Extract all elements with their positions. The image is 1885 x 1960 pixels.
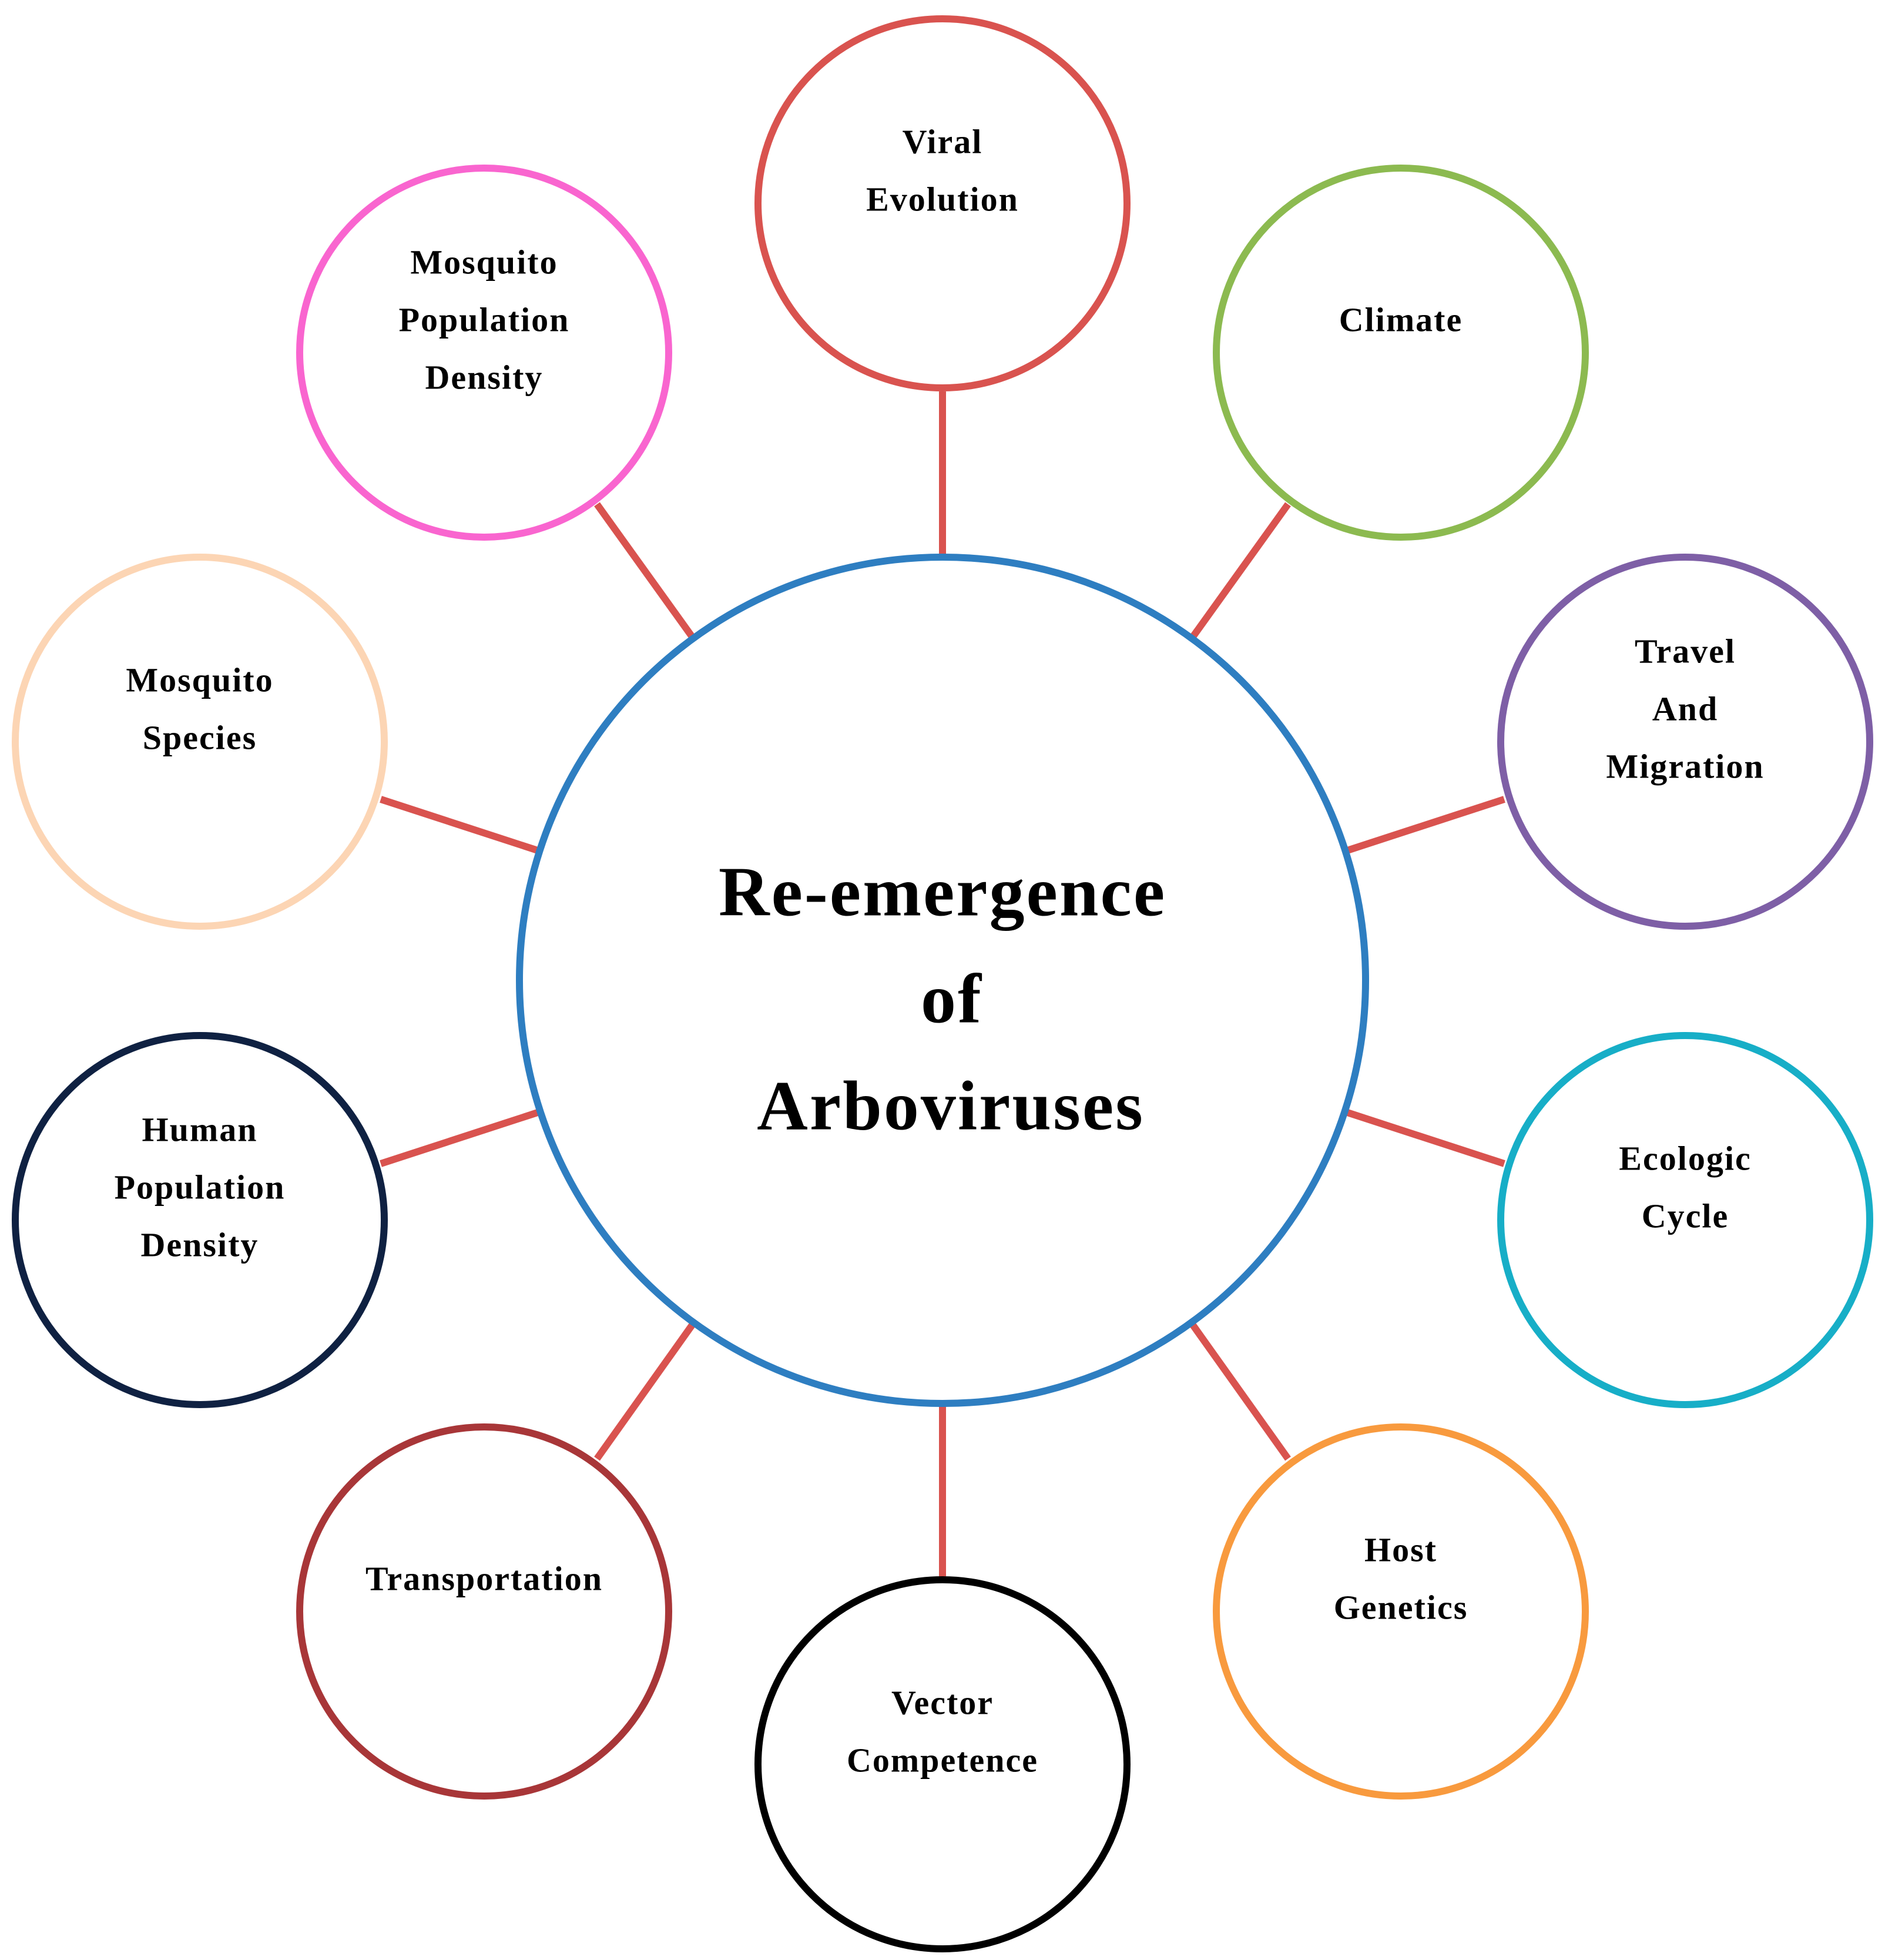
outer-nodes: ViralEvolutionClimateTravelAndMigrationE… [12, 15, 1873, 1952]
center-title-line-2: of [921, 960, 983, 1038]
node-circle-travel-and-migration [1497, 554, 1873, 930]
node-climate: Climate [1213, 165, 1589, 541]
center-node: Re-emergence of Arboviruses [516, 554, 1369, 1407]
node-label-travel-and-migration-line-1: Travel [1635, 632, 1736, 670]
connector-mosquito-population-density [594, 502, 699, 644]
node-label-vector-competence-line-1: Vector [891, 1683, 994, 1721]
node-label-mosquito-population-density-line-3: Density [425, 358, 544, 396]
connector-host-genetics [1186, 1318, 1291, 1461]
node-label-viral-evolution-line-1: Viral [903, 122, 983, 160]
node-label-human-population-density-line-3: Density [141, 1225, 259, 1264]
node-label-viral-evolution-line-2: Evolution [866, 180, 1019, 218]
node-label-travel-and-migration-line-3: Migration [1606, 747, 1764, 785]
connector-human-population-density [380, 1108, 541, 1167]
center-circle [516, 554, 1369, 1407]
connector-mosquito-species [380, 796, 541, 855]
connector-ecologic-cycle [1344, 1108, 1505, 1167]
node-label-climate-line-1: Climate [1339, 300, 1463, 339]
node-label-host-genetics-line-1: Host [1364, 1530, 1437, 1569]
node-label-mosquito-population-density-line-1: Mosquito [410, 243, 558, 281]
node-transportation: Transportation [296, 1423, 672, 1800]
center-title-line-1: Re-emergence [719, 853, 1166, 932]
node-circle-host-genetics [1213, 1423, 1589, 1800]
node-label-transportation-line-1: Transportation [365, 1559, 603, 1597]
node-label-travel-and-migration-line-2: And [1652, 689, 1718, 728]
node-label-vector-competence-line-2: Competence [847, 1741, 1038, 1779]
node-label-host-genetics-line-2: Genetics [1334, 1588, 1468, 1626]
node-circle-mosquito-population-density [296, 165, 672, 541]
connector-transportation [594, 1318, 699, 1461]
node-label-human-population-density-line-2: Population [115, 1168, 286, 1206]
node-circle-climate [1213, 165, 1589, 541]
connectors [380, 391, 1505, 1576]
connector-travel-and-migration [1344, 796, 1505, 855]
connector-climate [1186, 502, 1291, 644]
center-title-line-3: Arboviruses [757, 1067, 1145, 1145]
node-circle-viral-evolution [754, 15, 1131, 391]
node-label-mosquito-species-line-1: Mosquito [126, 661, 273, 699]
node-circle-mosquito-species [12, 554, 388, 930]
node-circle-vector-competence [754, 1576, 1131, 1952]
node-label-ecologic-cycle-line-1: Ecologic [1619, 1139, 1751, 1177]
node-label-human-population-density-line-1: Human [142, 1110, 258, 1148]
node-circle-human-population-density [12, 1032, 388, 1408]
node-circle-transportation [296, 1423, 672, 1800]
node-circle-ecologic-cycle [1497, 1032, 1873, 1408]
node-label-mosquito-population-density-line-2: Population [399, 300, 570, 339]
node-label-ecologic-cycle-line-2: Cycle [1642, 1197, 1729, 1235]
node-label-mosquito-species-line-2: Species [143, 718, 257, 756]
